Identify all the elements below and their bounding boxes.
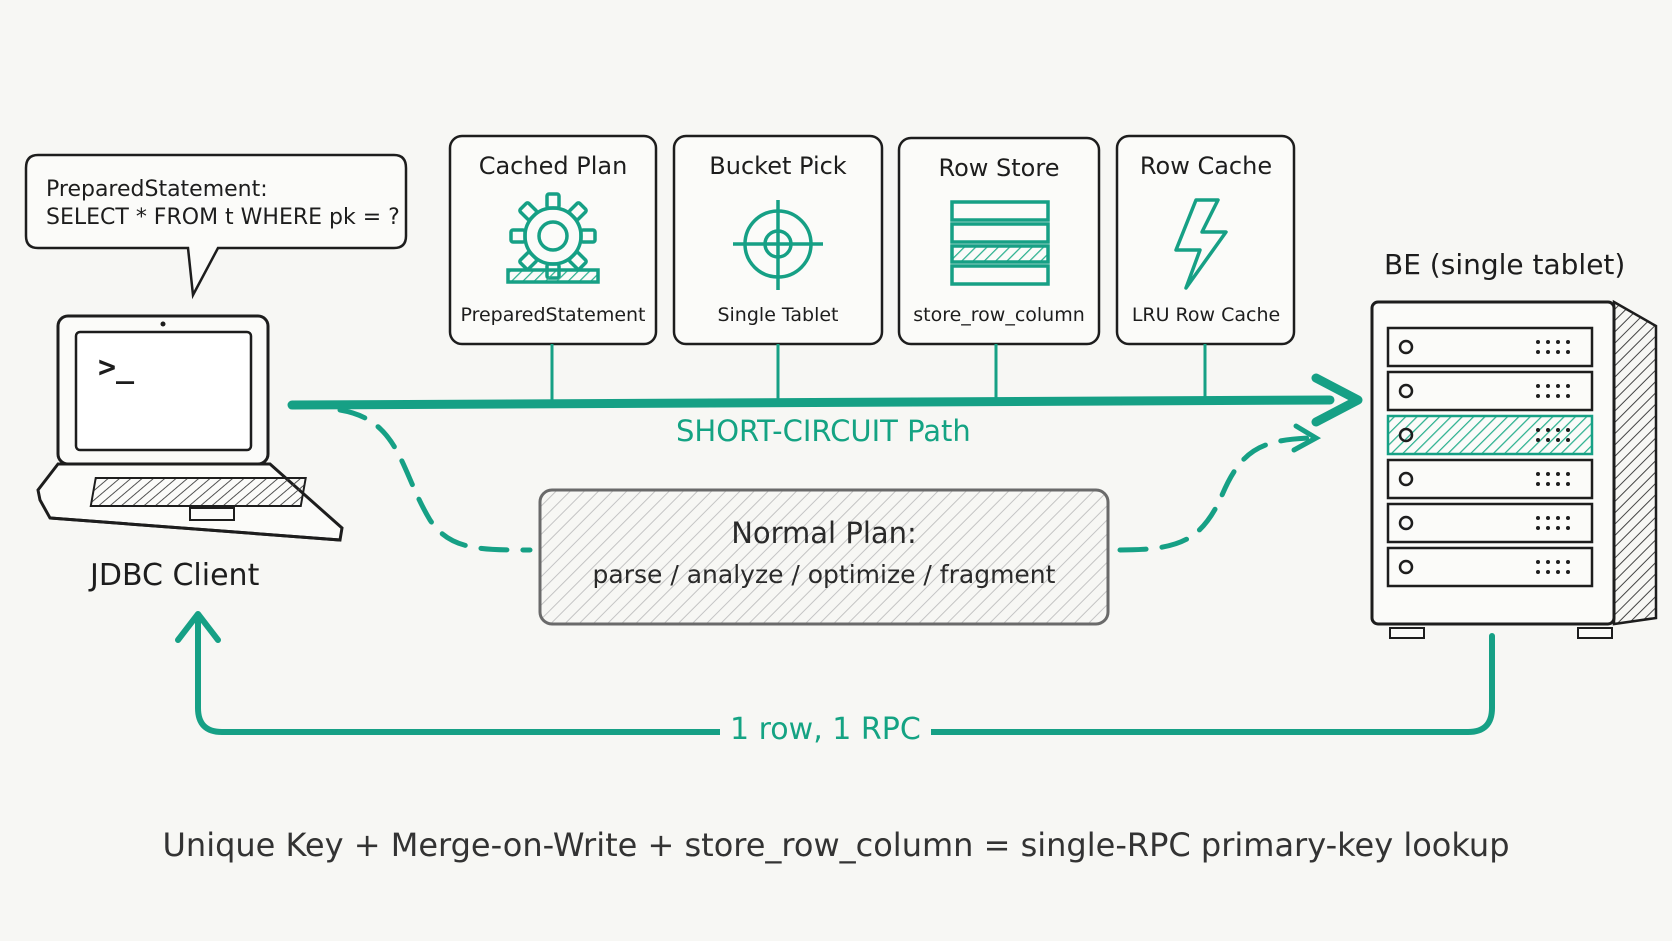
card-subtitle-cached-plan: PreparedStatement — [460, 304, 646, 326]
gear-icon — [506, 192, 600, 284]
short-circuit-arrow — [287, 373, 1363, 427]
speech-bubble — [24, 153, 408, 300]
return-label: 1 row, 1 RPC — [720, 712, 931, 747]
server-slot — [1386, 326, 1594, 368]
server-slot — [1386, 502, 1594, 544]
card-connectors — [550, 344, 1207, 400]
laptop-icon — [36, 314, 344, 542]
row-store-icon — [950, 200, 1050, 286]
client-label: JDBC Client — [90, 558, 260, 593]
card-title-cached-plan: Cached Plan — [478, 152, 628, 180]
server-slots — [1386, 326, 1594, 588]
speech-bubble-text: PreparedStatement: SELECT * FROM t WHERE… — [46, 176, 400, 232]
card-subtitle-row-store: store_row_column — [913, 304, 1085, 326]
normal-plan-box — [538, 488, 1110, 626]
bubble-line-2: SELECT * FROM t WHERE pk = ? — [46, 205, 400, 230]
card-title-row-store: Row Store — [938, 154, 1060, 182]
normal-plan-steps: parse / analyze / optimize / fragment — [592, 560, 1056, 589]
card-subtitle-row-cache: LRU Row Cache — [1131, 304, 1281, 326]
server-slot — [1386, 414, 1594, 456]
terminal-prompt: >_ — [98, 350, 135, 385]
normal-path-dashed — [337, 407, 1313, 553]
server-label: BE (single tablet) — [1384, 248, 1626, 281]
server-slot — [1386, 546, 1594, 588]
server-slot — [1386, 370, 1594, 412]
short-circuit-label: SHORT-CIRCUIT Path — [676, 414, 971, 448]
server-slot — [1386, 458, 1594, 500]
card-subtitle-bucket-pick: Single Tablet — [717, 304, 839, 326]
footer-caption: Unique Key + Merge-on-Write + store_row_… — [162, 826, 1510, 864]
bubble-line-1: PreparedStatement: — [46, 177, 268, 202]
target-icon — [733, 200, 823, 290]
lightning-icon — [1174, 198, 1228, 290]
card-title-row-cache: Row Cache — [1139, 152, 1273, 180]
normal-path-arrowhead — [1291, 423, 1322, 453]
card-title-bucket-pick: Bucket Pick — [709, 152, 847, 180]
normal-plan-title: Normal Plan: — [731, 516, 917, 550]
